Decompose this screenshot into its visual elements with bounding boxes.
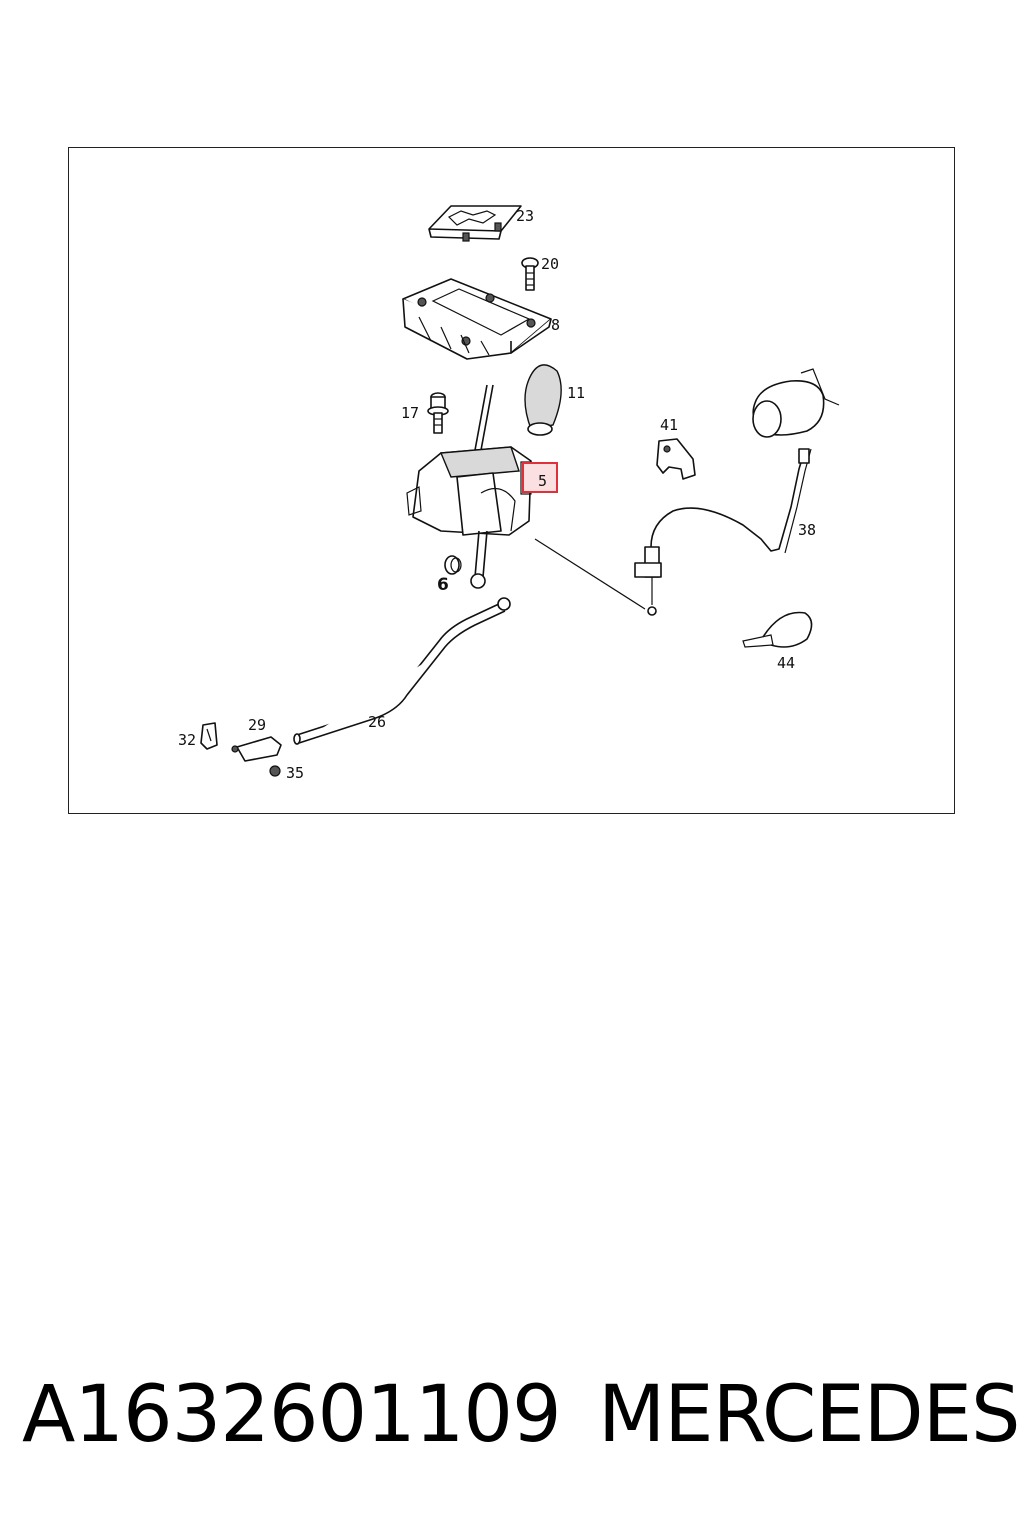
- callout-38: 38: [798, 521, 816, 539]
- callout-44: 44: [777, 654, 795, 672]
- part-29-lever-end: [231, 736, 282, 762]
- exploded-parts-diagram: 23 20 8 11 17 41 5 38 6 44 26 29 32 35: [178, 205, 840, 782]
- footer: A1632601109 MERCEDES: [0, 1370, 1024, 1480]
- part-20-screw: [521, 257, 539, 291]
- part-23-gate-cover: [428, 205, 522, 242]
- callout-17: 17: [401, 404, 419, 422]
- part-5-selector-lever-assembly: [406, 384, 532, 589]
- callout-5[interactable]: 5: [538, 472, 547, 490]
- part-44-cable-tie: [742, 611, 813, 648]
- part-6-bushing: [444, 555, 462, 575]
- callout-6: 6: [437, 575, 449, 595]
- callout-32: 32: [178, 731, 196, 749]
- part-38-cable: [634, 368, 840, 616]
- callout-41: 41: [660, 416, 678, 434]
- callout-23: 23: [516, 207, 534, 225]
- callout-8: 8: [551, 316, 560, 334]
- callout-29: 29: [248, 716, 266, 734]
- part-35-nut: [269, 765, 281, 777]
- part-11-shift-knob: [524, 364, 562, 436]
- part-number: A1632601109: [22, 1370, 562, 1460]
- brand-name: MERCEDES: [598, 1370, 1020, 1460]
- highlight-box-5: [522, 462, 558, 493]
- part-26-shift-rod: [293, 597, 511, 745]
- diagram-frame: 23 20 8 11 17 41 5 38 6 44 26 29 32 35: [68, 147, 955, 814]
- part-8-housing-frame: [402, 278, 552, 360]
- part-17-bolt: [427, 392, 449, 434]
- part-32-clip: [200, 722, 218, 750]
- callout-26: 26: [368, 713, 386, 731]
- callout-11: 11: [567, 384, 585, 402]
- callout-20: 20: [541, 255, 559, 273]
- callout-35: 35: [286, 764, 304, 782]
- part-41-bracket: [656, 438, 696, 480]
